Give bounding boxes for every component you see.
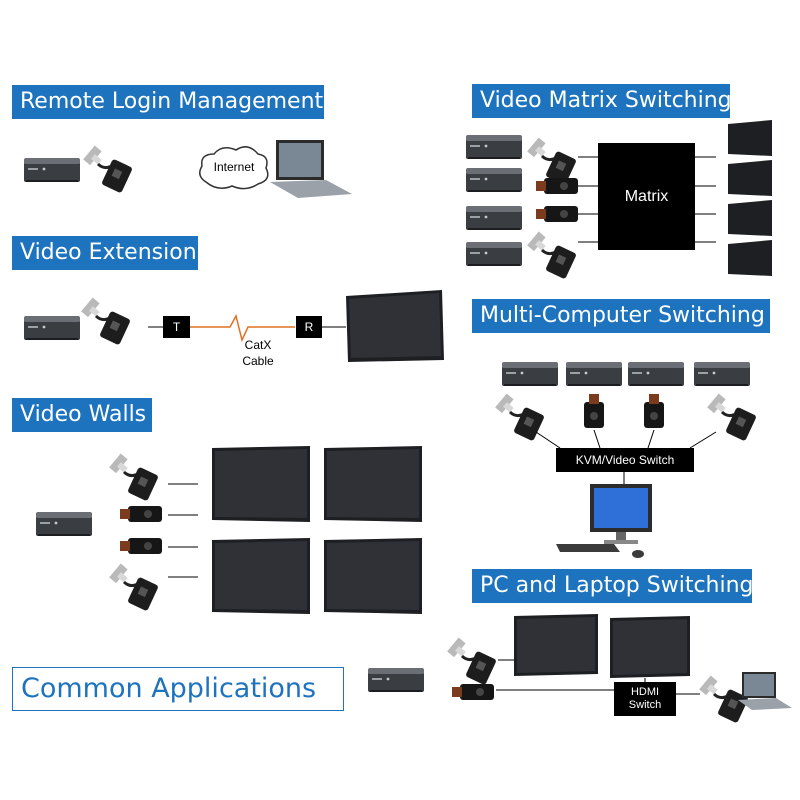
kvm-video-switch-box: KVM/Video Switch xyxy=(556,448,694,472)
mini-pc-icon xyxy=(694,362,750,386)
hdmi-dongle-icon xyxy=(697,674,751,725)
receiver-box: R xyxy=(296,316,322,338)
catx-label-line1: CatX xyxy=(244,338,272,352)
heading-video-matrix: Video Matrix Switching xyxy=(472,84,732,118)
internet-label: Internet xyxy=(213,160,255,174)
hdmi-switch-label-line1: HDMI xyxy=(630,686,660,698)
laptop-icon xyxy=(738,672,792,710)
laptop-icon xyxy=(270,140,352,198)
hdmi-dongle-icon xyxy=(81,144,135,195)
hdmi-dongle-icon xyxy=(107,562,161,613)
usb-dongle-icon xyxy=(536,206,578,222)
cloud-icon xyxy=(199,146,269,190)
heading-video-walls: Video Walls xyxy=(12,398,152,432)
usb-dongle-icon xyxy=(120,538,162,554)
hdmi-switch-box: HDMI Switch xyxy=(614,682,676,716)
mini-pc-icon xyxy=(368,668,424,692)
mini-pc-icon xyxy=(502,362,558,386)
catx-label-line2: Cable xyxy=(242,354,274,368)
desktop-computer-icon xyxy=(590,484,652,544)
hdmi-switch-label-line2: Switch xyxy=(628,699,662,711)
monitor-icon xyxy=(346,290,444,362)
monitor-icon xyxy=(514,614,690,678)
mini-pc-icon xyxy=(466,135,522,159)
mini-pc-icon xyxy=(466,168,522,192)
usb-dongle-icon xyxy=(584,394,604,428)
heading-remote-login: Remote Login Management xyxy=(12,85,324,119)
mini-pc-icon xyxy=(24,316,80,340)
transmitter-box: T xyxy=(163,316,190,338)
heading-common-applications: Common Applications xyxy=(12,667,344,711)
hdmi-dongle-icon xyxy=(79,296,133,347)
mini-pc-icon xyxy=(24,158,80,182)
matrix-box: Matrix xyxy=(598,143,695,250)
mouse-icon xyxy=(632,550,644,558)
usb-dongle-icon xyxy=(452,684,494,700)
hdmi-dongle-icon xyxy=(705,392,759,443)
hdmi-dongle-icon xyxy=(493,392,547,443)
video-wall-screens xyxy=(212,446,422,614)
heading-multi-computer: Multi-Computer Switching xyxy=(472,299,770,333)
usb-dongle-icon xyxy=(536,178,578,194)
heading-pc-laptop: PC and Laptop Switching xyxy=(472,569,754,603)
mini-pc-icon xyxy=(36,512,92,536)
usb-dongle-icon xyxy=(644,394,664,428)
hdmi-dongle-icon xyxy=(107,452,161,503)
mini-pc-icon xyxy=(566,362,622,386)
mini-pc-icon xyxy=(628,362,684,386)
usb-dongle-icon xyxy=(120,506,162,522)
heading-video-extension: Video Extension xyxy=(12,236,198,270)
mini-pc-icon xyxy=(466,242,522,266)
hdmi-dongle-icon xyxy=(525,230,579,281)
matrix-output-monitors xyxy=(728,120,772,276)
mini-pc-icon xyxy=(466,206,522,230)
hdmi-dongle-icon xyxy=(445,636,499,687)
keyboard-icon xyxy=(556,544,620,552)
catx-cable-line xyxy=(190,313,295,343)
